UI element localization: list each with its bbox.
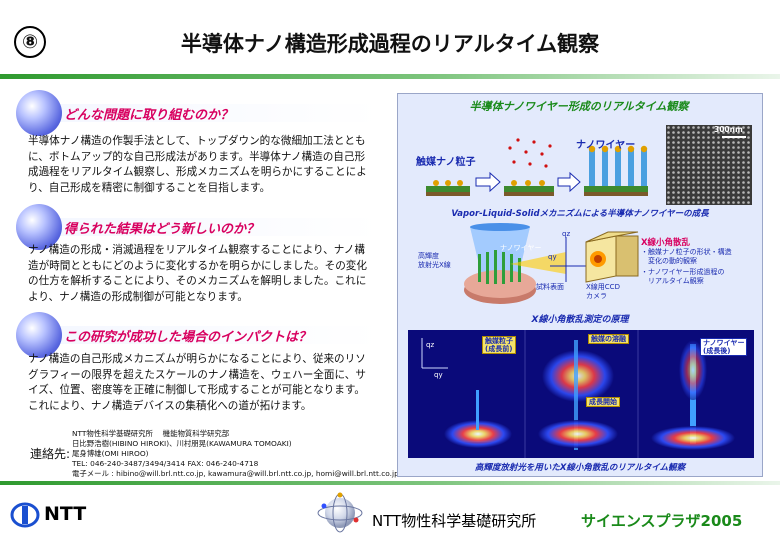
camera-label: X線用CCD カメラ — [586, 283, 620, 300]
science-orb-icon — [317, 492, 363, 533]
sem-image — [666, 125, 752, 205]
xray-setup-diagram — [464, 223, 639, 304]
panel-label-2: 触媒の溶融 — [588, 334, 629, 344]
contact-email: 電子メール : hibino@will.brl.ntt.co.jp, kawam… — [72, 469, 399, 478]
orb-icon — [16, 312, 62, 358]
section-heading-1: どんな問題に取り組むのか？ — [64, 108, 234, 123]
qz-label: qz — [562, 230, 571, 238]
setup-caption: X線小角散乱測定の原理 — [531, 315, 629, 325]
ntt-logo-icon — [10, 502, 40, 528]
section-heading-3: この研究が成功した場合のインパクトは？ — [64, 330, 312, 345]
section-body-3: ナノ構造の自己形成メカニズムが明らかになることにより、従来のリソグラフィーの限界… — [28, 353, 366, 412]
saxs-patterns — [408, 330, 754, 458]
heading-band-3 — [40, 326, 380, 344]
sample-label: 試料表面 — [536, 283, 564, 291]
contact-label: 連絡先: — [30, 447, 71, 461]
footer-event-name: サイエンスプラザ2005 — [581, 512, 743, 530]
catalyst-label: 触媒ナノ粒子 — [416, 157, 476, 168]
ntt-logo-text: NTT — [44, 503, 87, 525]
vls-caption: Vapor-Liquid-Solidメカニズムによる半導体ナノワイヤーの成長 — [451, 209, 709, 219]
saxs-point-2: ・ナノワイヤー形成過程の リアルタイム観察 — [641, 268, 725, 285]
nanowire-label: ナノワイヤー — [576, 140, 636, 151]
panel-label-3: ナノワイヤー (成長後) — [700, 338, 748, 356]
section-body-1: 半導体ナノ構造の作製手法として、トップダウン的な微細加工法とともに、ボトムアップ… — [28, 135, 367, 194]
axis-qy: qy — [434, 371, 443, 379]
nanowire-small-label: ナノワイヤー — [500, 244, 542, 252]
section-body-2: ナノ構造の形成・消滅過程をリアルタイム観察することにより、ナノ構造が時間とともに… — [28, 244, 367, 303]
footer-lab-name: NTT物性科学基礎研究所 — [372, 512, 537, 530]
scale-bar-label: 300nm — [714, 125, 743, 134]
section-heading-2: 得られた結果はどう新しいのか？ — [64, 222, 260, 237]
figure-title: 半導体ナノワイヤー形成のリアルタイム観察 — [469, 100, 689, 113]
heading-band-2 — [40, 218, 380, 236]
xray-source-label: 高輝度 放射光X線 — [418, 252, 451, 269]
orb-icon — [16, 204, 62, 250]
axis-qz: qz — [426, 341, 435, 349]
vls-growth-diagram — [426, 138, 648, 196]
footer-divider — [0, 481, 780, 485]
header-divider — [0, 74, 780, 79]
qy-label: qy — [548, 253, 557, 261]
growth-start-tag: 成長開始 — [586, 397, 620, 407]
orb-icon — [16, 90, 62, 136]
page-title: 半導体ナノ構造形成過程のリアルタイム観察 — [180, 32, 600, 56]
saxs-title: X線小角散乱 — [641, 238, 691, 248]
contact-line: 尾身博雄(OMI HIROO) — [72, 449, 149, 458]
section-number-badge: ⑧ — [14, 26, 46, 58]
contact-line: NTT物性科学基礎研究所 機能物質科学研究部 — [72, 429, 230, 438]
panel-label-1: 触媒粒子 (成長前) — [482, 336, 516, 354]
saxs-point-1: ・触媒ナノ粒子の形状・構造 変化の動的観察 — [641, 248, 732, 265]
contact-line: TEL: 046-240-3487/3494/3414 FAX: 046-240… — [72, 459, 259, 468]
bottom-caption: 高輝度放射光を用いたX線小角散乱のリアルタイム観察 — [474, 463, 686, 473]
heading-band-1 — [40, 104, 380, 122]
contact-line: 日比野浩樹(HIBINO HIROKI)、川村朋晃(KAWAMURA TOMOA… — [72, 439, 292, 448]
